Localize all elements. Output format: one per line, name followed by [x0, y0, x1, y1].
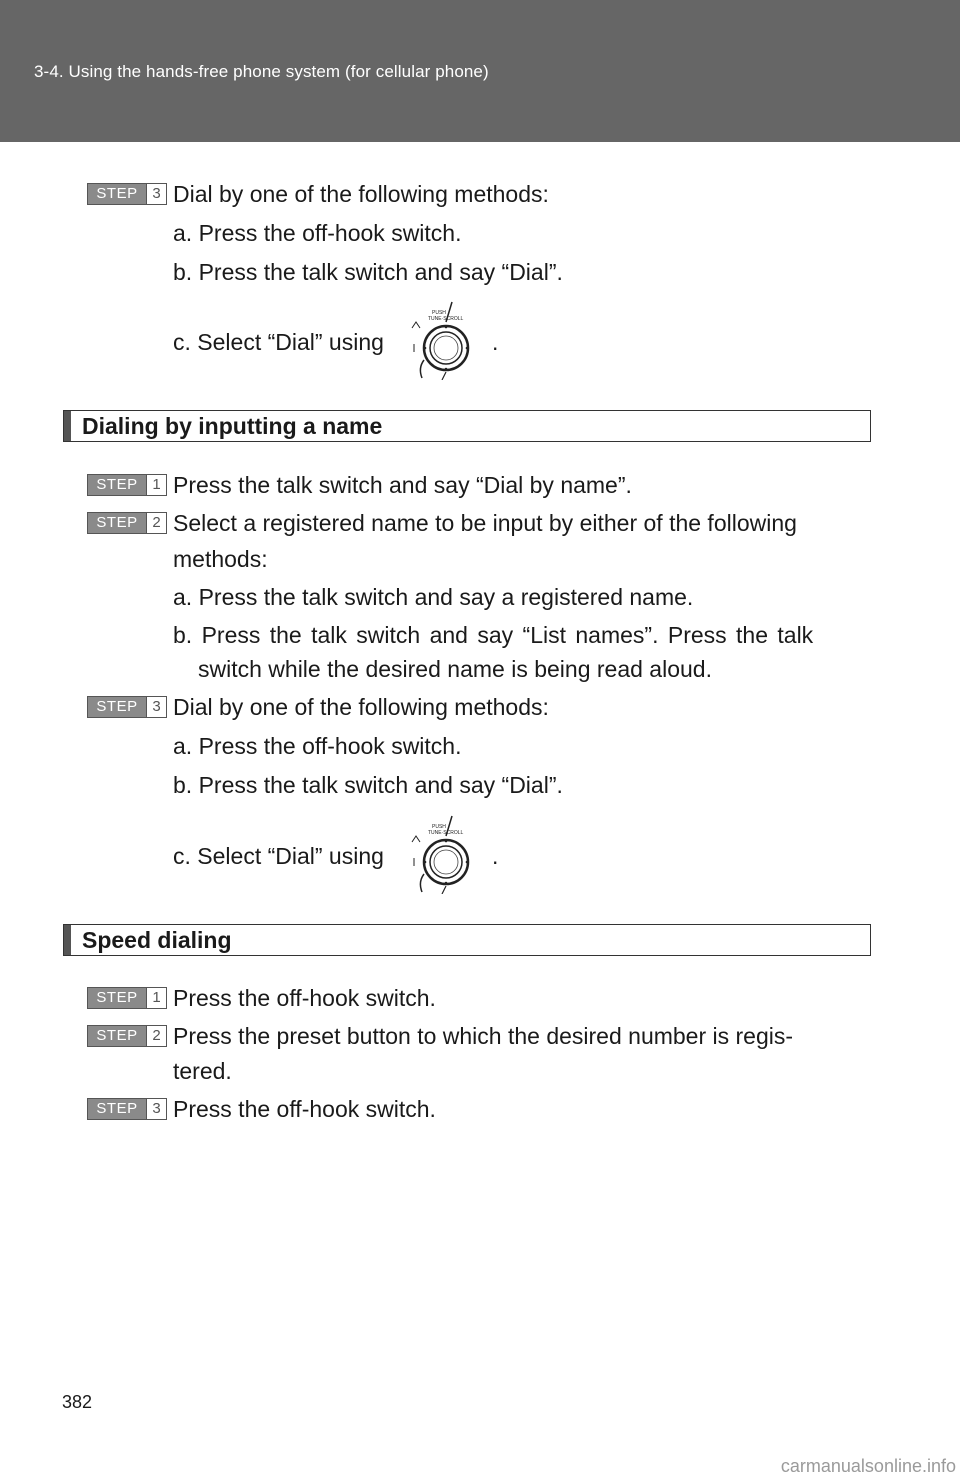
page-header: 3-4. Using the hands-free phone system (…: [0, 0, 960, 142]
section-heading-dial-by-name: Dialing by inputting a name: [63, 410, 871, 442]
section-title: Speed dialing: [82, 927, 232, 953]
method-a: a. Press the off-hook switch.: [173, 733, 462, 759]
step-label: STEP: [88, 1099, 146, 1119]
step-badge: STEP 3: [87, 696, 167, 718]
step-number: 3: [146, 697, 166, 717]
method-c-period: .: [492, 843, 499, 869]
step-text: Press the off-hook switch.: [173, 1096, 436, 1122]
section-title: Dialing by inputting a name: [82, 413, 383, 439]
step-label: STEP: [88, 1026, 146, 1046]
step-badge: STEP 3: [87, 1098, 167, 1120]
step-badge: STEP 2: [87, 512, 167, 534]
step-label: STEP: [88, 184, 146, 204]
step-text: Press the off-hook switch.: [173, 985, 436, 1011]
step-label: STEP: [88, 697, 146, 717]
step-number: 2: [146, 513, 166, 533]
heading-bar: [64, 411, 71, 441]
method-c-period: .: [492, 329, 499, 355]
method-b-continued: switch while the desired name is being r…: [198, 656, 712, 682]
page-number: 382: [62, 1392, 93, 1412]
step-text-continued: methods:: [173, 546, 268, 572]
step-text: Select a registered name to be input by …: [173, 510, 797, 536]
step-badge: STEP 1: [87, 987, 167, 1009]
step-number: 3: [146, 184, 166, 204]
step-number: 1: [146, 475, 166, 495]
step-badge: STEP 3: [87, 183, 167, 205]
method-b: b. Press the talk switch and say “List n…: [173, 622, 814, 648]
step-text: Press the preset button to which the des…: [173, 1023, 794, 1049]
step-text: Dial by one of the following methods:: [173, 181, 549, 207]
method-b: b. Press the talk switch and say “Dial”.: [173, 259, 563, 285]
chapter-title: 3-4. Using the hands-free phone system (…: [34, 62, 489, 81]
step-badge: STEP 1: [87, 474, 167, 496]
step-label: STEP: [88, 988, 146, 1008]
method-b: b. Press the talk switch and say “Dial”.: [173, 772, 563, 798]
step-label: STEP: [88, 513, 146, 533]
heading-bar: [64, 925, 71, 955]
method-c: c. Select “Dial” using: [173, 329, 384, 355]
step-text-continued: tered.: [173, 1058, 232, 1084]
step-label: STEP: [88, 475, 146, 495]
step-number: 1: [146, 988, 166, 1008]
method-c: c. Select “Dial” using: [173, 843, 384, 869]
step-text: Press the talk switch and say “Dial by n…: [173, 472, 632, 498]
step-number: 3: [146, 1099, 166, 1119]
step-number: 2: [146, 1026, 166, 1046]
method-a: a. Press the off-hook switch.: [173, 220, 462, 246]
method-a: a. Press the talk switch and say a regis…: [173, 584, 694, 610]
tune-scroll-knob-icon: [408, 814, 476, 896]
section-heading-speed-dialing: Speed dialing: [63, 924, 871, 956]
step-badge: STEP 2: [87, 1025, 167, 1047]
step-text: Dial by one of the following methods:: [173, 694, 549, 720]
tune-scroll-knob-icon: [408, 300, 476, 382]
watermark: carmanualsonline.info: [780, 1456, 956, 1476]
